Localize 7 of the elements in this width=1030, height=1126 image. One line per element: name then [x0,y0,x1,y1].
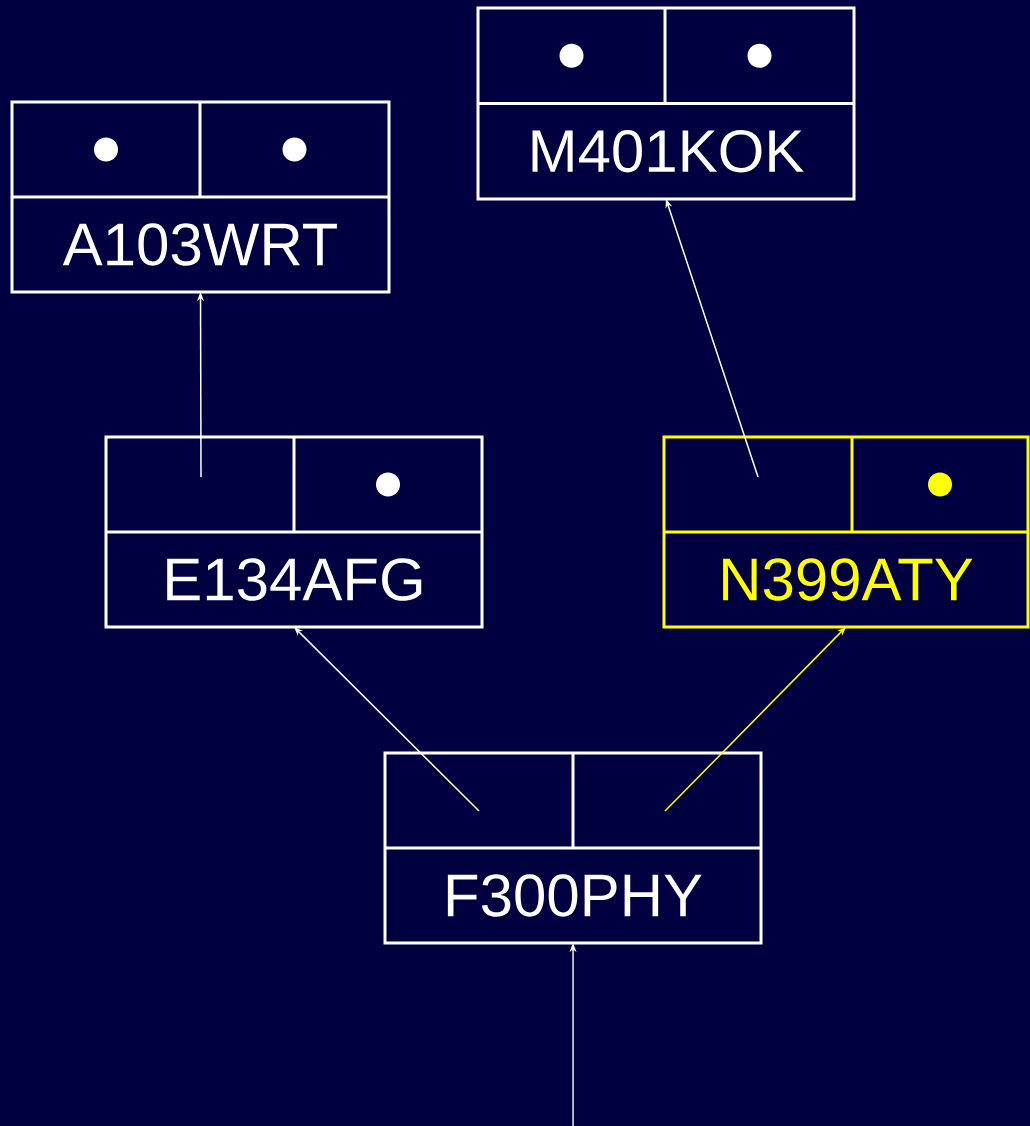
record-box: N399ATY [662,435,1030,629]
record-box: E134AFG [104,435,484,629]
arrow [294,627,480,812]
record-box: F300PHY [383,751,763,945]
record-box: A103WRT [10,100,391,294]
record-box: M401KOK [476,6,856,201]
arrow [664,627,846,812]
